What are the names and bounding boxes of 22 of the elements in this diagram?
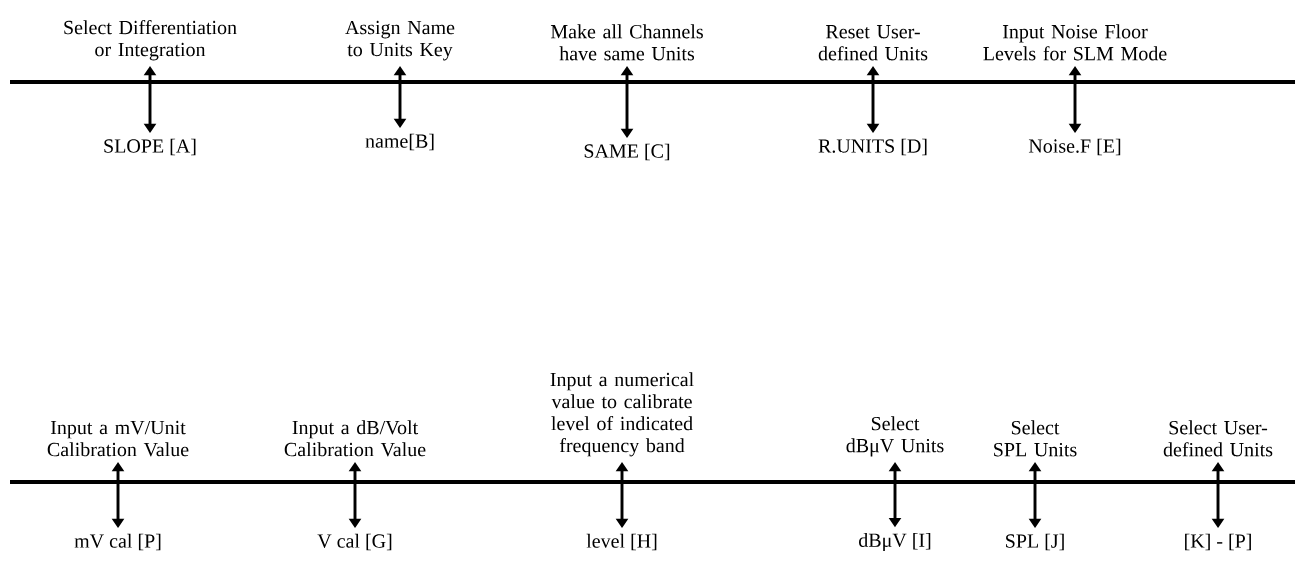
description-text: Select User-defined Units: [1163, 420, 1273, 457]
key-label: Noise.F [E]: [1028, 138, 1121, 156]
description-text: Assign Name to Units Key: [345, 20, 455, 61]
key-label: SLOPE [A]: [104, 138, 196, 156]
description-text: Input a dB/Volt Calibration Value: [284, 420, 426, 457]
key-label: SPL [J]: [1006, 533, 1064, 551]
key-label: name[B]: [365, 133, 434, 151]
description-text: Input a mV/Unit Calibration Value: [47, 420, 189, 457]
key-label: R.UNITS [D]: [818, 138, 927, 156]
description-text: Select Differentiation or Integration: [64, 20, 237, 61]
description-text: Make all Channels have same Units: [550, 24, 703, 61]
description-text: Reset User-defined Units: [818, 25, 928, 61]
key-label: level [H]: [586, 533, 657, 551]
key-label: V cal [G]: [317, 533, 392, 551]
key-label: [K] - [P]: [1185, 533, 1251, 551]
description-text: Select dBμV Units: [846, 416, 944, 457]
key-label: SAME [C]: [584, 143, 670, 161]
key-label: dBμV [I]: [859, 532, 931, 552]
description-text: Input a numerical value to calibrate level of indicated frequency band: [550, 372, 694, 457]
key-label: mV cal [P]: [74, 533, 161, 551]
description-text: Input Noise Floor Levels for SLM Mode: [983, 24, 1167, 61]
description-text: Select SPL Units: [994, 420, 1077, 457]
